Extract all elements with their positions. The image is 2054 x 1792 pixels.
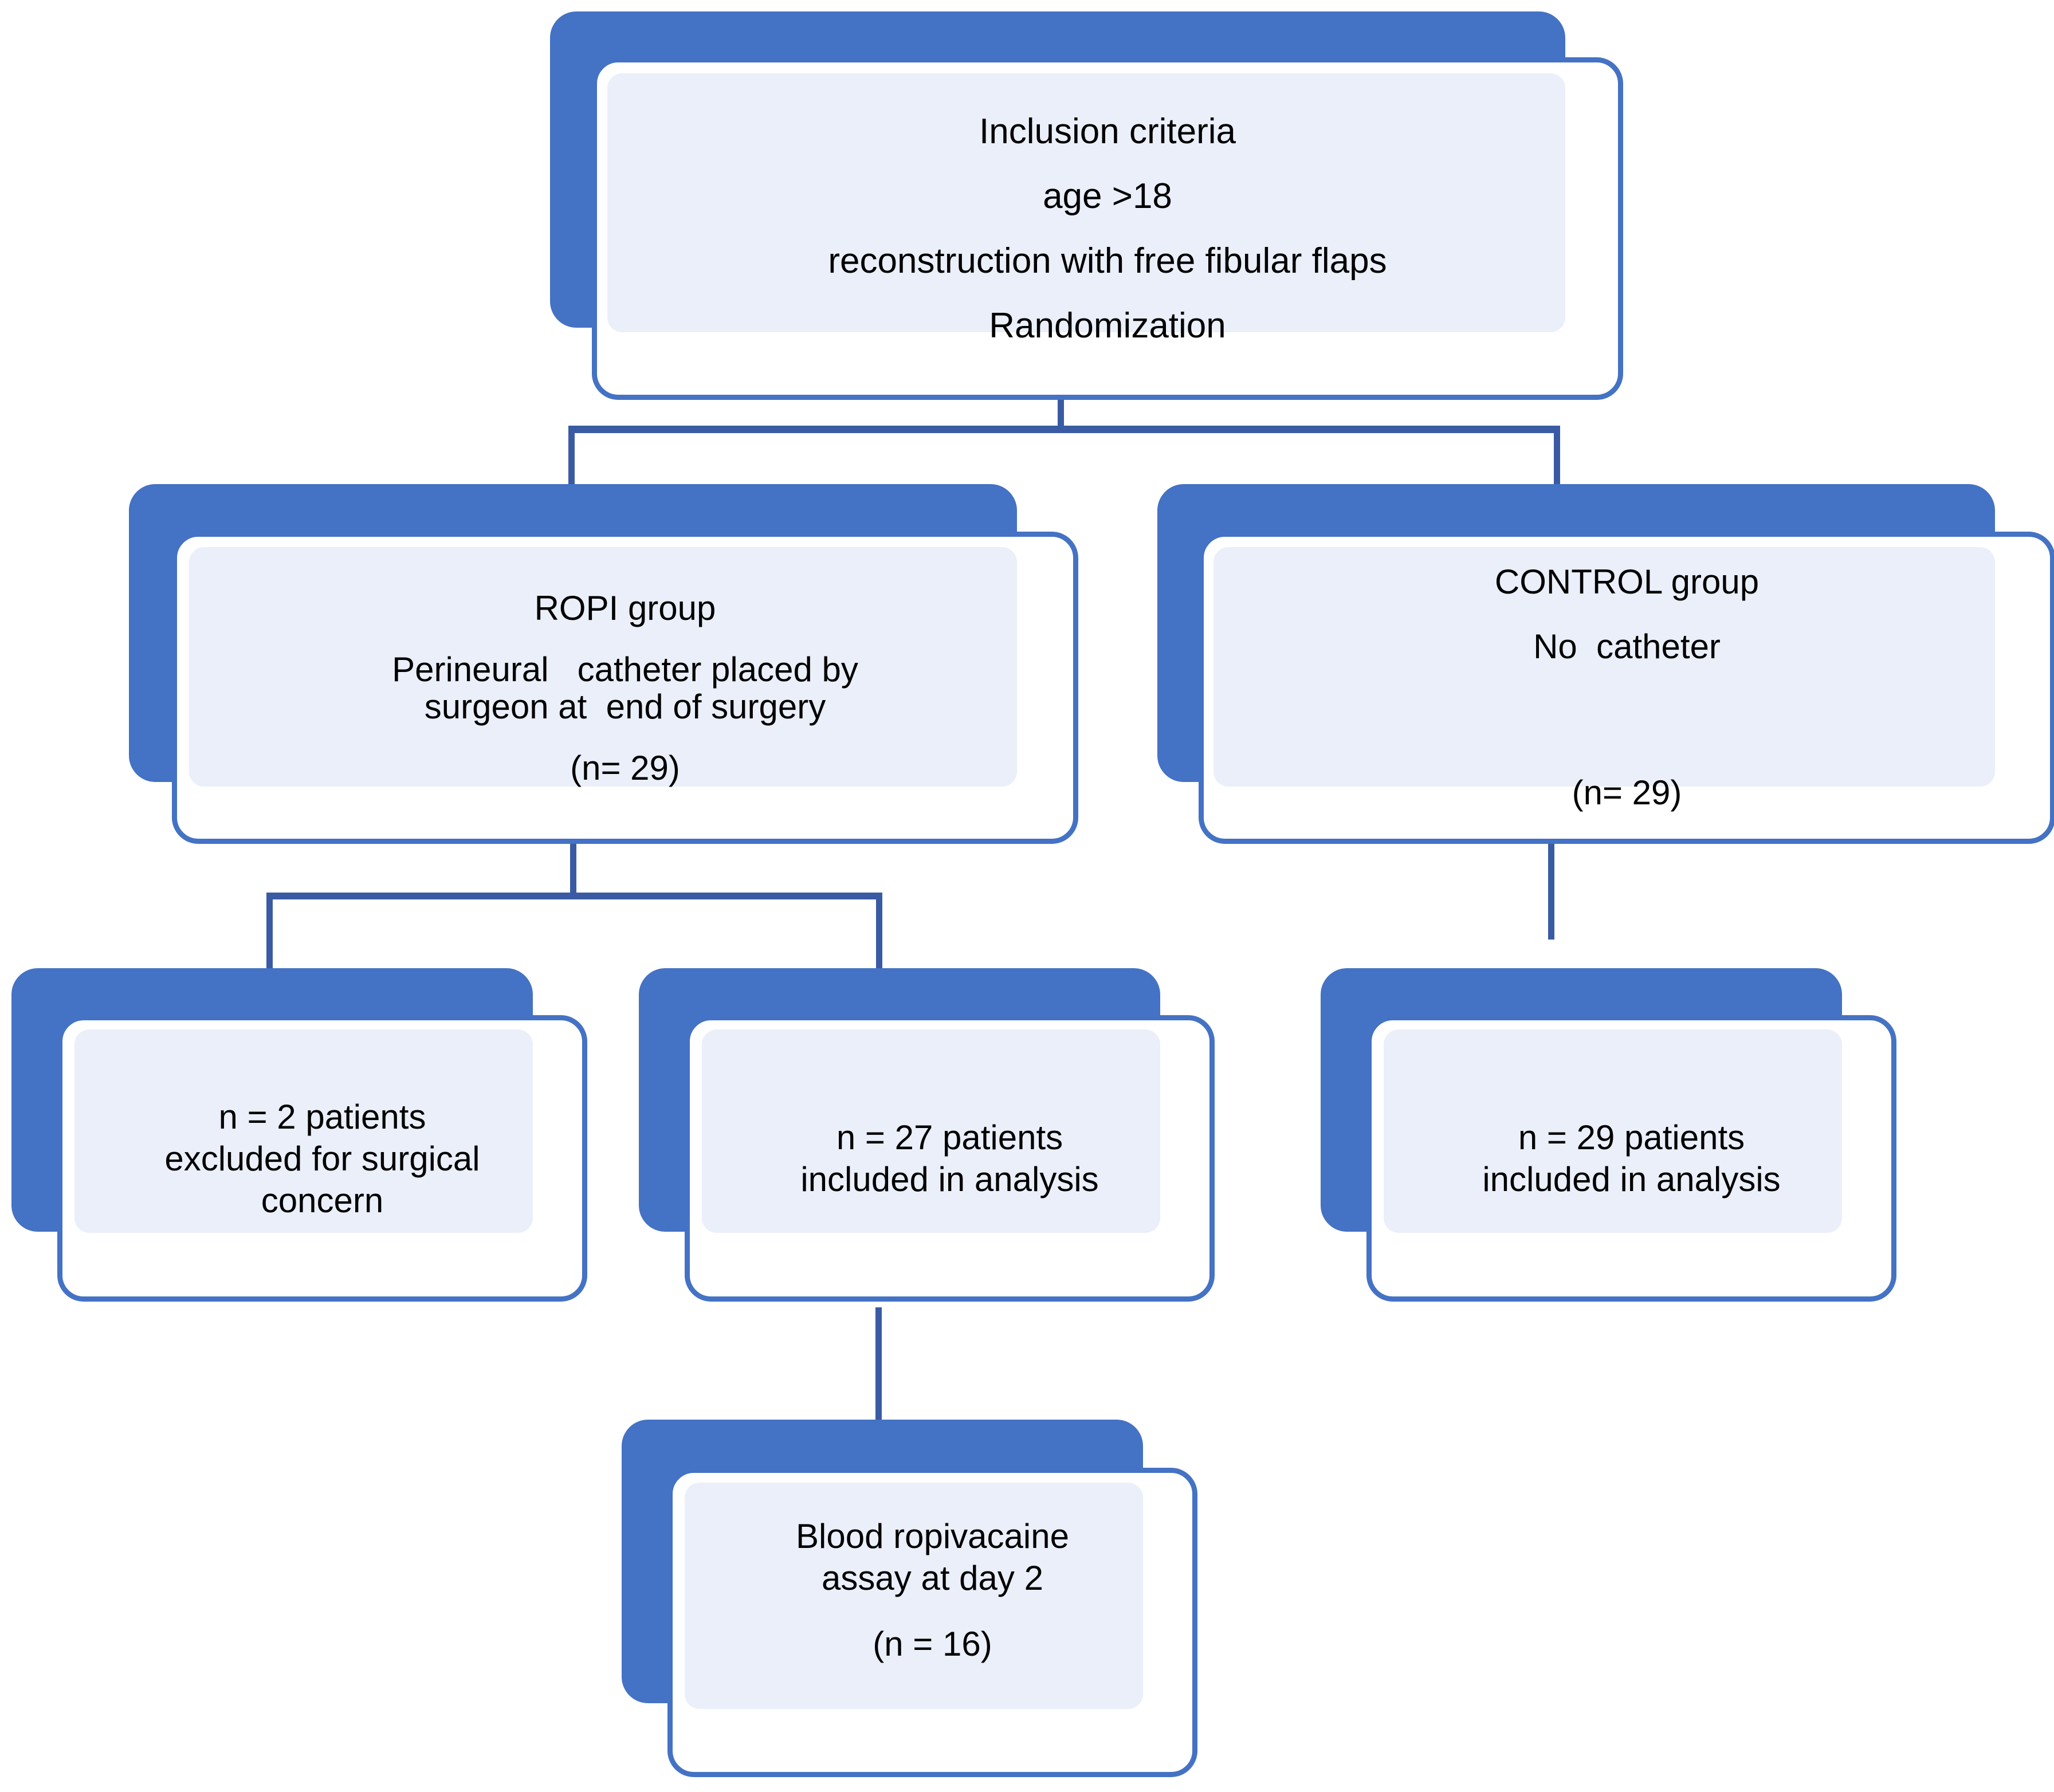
connector-randomization-stem (1058, 381, 1064, 429)
line-1: Blood ropivacaine (796, 1517, 1069, 1555)
node-inner-fill (1384, 1029, 1842, 1233)
node-control-group[interactable]: CONTROL group No catheter (n= 29) (0, 0, 2054, 844)
line-2: included in analysis (800, 1160, 1099, 1198)
line-3: (n = 16) (873, 1625, 992, 1663)
node-inner-fill (189, 547, 1017, 787)
line-2: included in analysis (1482, 1160, 1781, 1198)
node-inner-fill (74, 1029, 533, 1233)
line-1: n = 29 patients (1518, 1118, 1745, 1157)
connector-level1-right-drop (1554, 426, 1560, 489)
node-label-ropi-excluded: n = 2 patients excluded for surgical con… (57, 1015, 587, 1302)
line-3: concern (261, 1181, 384, 1220)
connector-level1-bar (568, 426, 1560, 433)
line-2: No catheter (1533, 627, 1721, 666)
line-3: surgeon at end of surgery (424, 687, 826, 726)
node-inner-fill (685, 1483, 1143, 1709)
line-1: Inclusion criteria (979, 111, 1236, 151)
node-inclusion-criteria[interactable]: Inclusion criteria age >18 reconstructio… (0, 0, 2054, 400)
line-1: ROPI group (534, 588, 716, 627)
node-label-control-group: CONTROL group No catheter (n= 29) (1199, 532, 2054, 844)
node-inner-fill (702, 1029, 1160, 1233)
node-label-blood-ropivacaine-assay: Blood ropivacaine assay at day 2 (n = 16… (667, 1468, 1197, 1777)
node-ropi-group[interactable]: ROPI group Perineural catheter placed by… (0, 0, 2054, 844)
line-3: reconstruction with free fibular flaps (828, 241, 1387, 281)
node-inner-fill (1213, 547, 1995, 787)
connector-level1-left-drop (568, 426, 575, 489)
node-control-analyzed[interactable]: n = 29 patients included in analysis (0, 0, 2054, 1302)
line-3: (n= 29) (1572, 773, 1682, 812)
connector-control-stem (1548, 843, 1554, 940)
line-1: n = 2 patients (218, 1097, 426, 1136)
node-inner-fill (607, 73, 1565, 332)
connector-level2-bar (266, 893, 882, 899)
connector-level2-right-drop (876, 893, 882, 973)
line-4: Randomization (989, 306, 1226, 346)
node-ropi-excluded[interactable]: n = 2 patients excluded for surgical con… (0, 0, 2054, 1302)
node-label-inclusion-criteria: Inclusion criteria age >18 reconstructio… (592, 57, 1623, 400)
line-1: CONTROL group (1494, 563, 1760, 601)
line-2: assay at day 2 (822, 1559, 1043, 1597)
node-ropi-analyzed[interactable]: n = 27 patients included in analysis (0, 0, 2054, 1302)
line-2: age >18 (1043, 176, 1172, 216)
line-1: n = 27 patients (836, 1118, 1063, 1157)
line-2: excluded for surgical (164, 1139, 480, 1178)
connector-ropi-stem (570, 843, 576, 896)
node-label-ropi-group: ROPI group Perineural catheter placed by… (172, 532, 1078, 844)
line-4: (n= 29) (570, 748, 680, 787)
line-2: Perineural catheter placed by (392, 650, 858, 689)
node-label-ropi-analyzed: n = 27 patients included in analysis (685, 1015, 1215, 1302)
connector-level2-left-drop (266, 893, 273, 973)
connector-assay-stem (875, 1307, 882, 1421)
node-label-control-analyzed: n = 29 patients included in analysis (1366, 1015, 1896, 1302)
